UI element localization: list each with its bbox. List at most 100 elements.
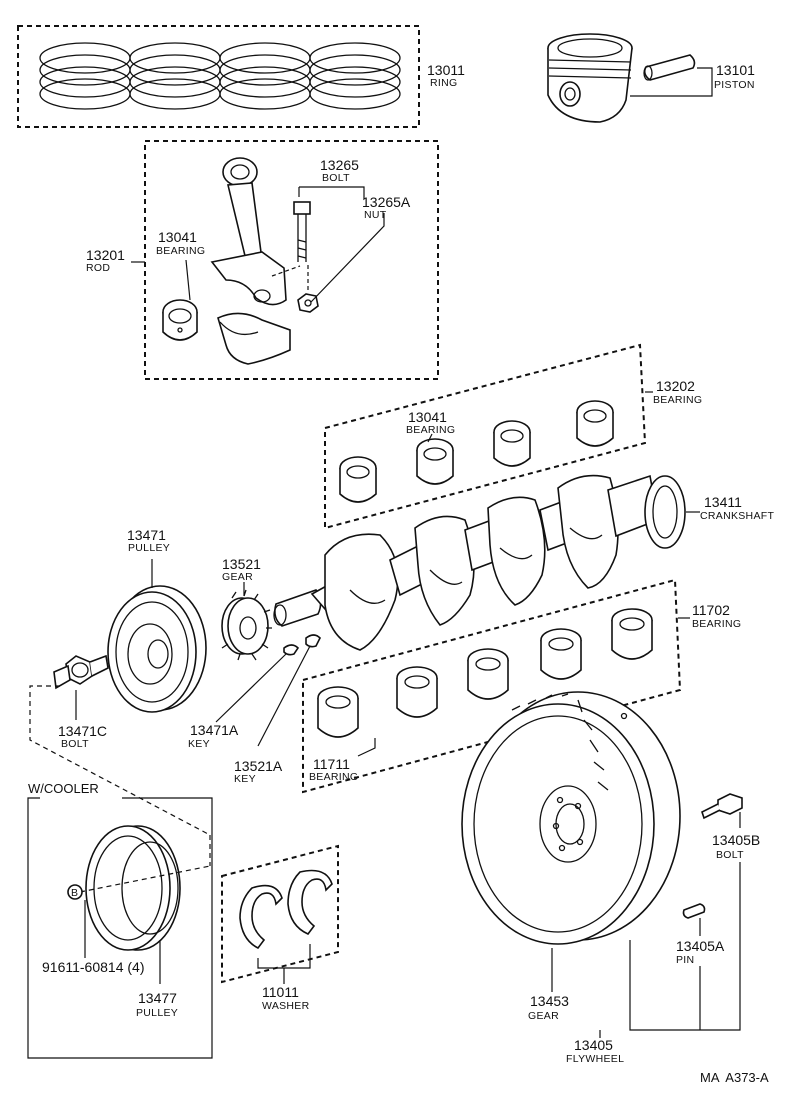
cooler-pulley-drawing bbox=[85, 825, 181, 951]
main-bearing-half-4 bbox=[540, 628, 582, 680]
crank-bearing-number: 13041 bbox=[408, 409, 447, 425]
cooler-pulley-number: 13477 bbox=[138, 990, 177, 1006]
ring-stack-4 bbox=[309, 42, 401, 110]
rod-bearing-half-3 bbox=[493, 420, 531, 467]
ring-group-box bbox=[17, 25, 420, 128]
pulley-bolt-drawing bbox=[53, 654, 109, 690]
thrust-bearing-number: 11711 bbox=[313, 756, 350, 772]
flywheel-pin-number: 13405A bbox=[676, 938, 725, 954]
main-bearing-number: 11702 bbox=[692, 602, 730, 618]
connecting-rod-drawing bbox=[210, 157, 291, 365]
bearing-set-number: 13202 bbox=[656, 378, 695, 394]
gear-key-number: 13521A bbox=[234, 758, 283, 774]
rod-bolt-number: 13265 bbox=[320, 157, 359, 173]
gear-number: 13521 bbox=[222, 556, 261, 572]
pulley-key-name: KEY bbox=[188, 738, 210, 750]
keys-drawing bbox=[283, 634, 321, 656]
rod-bearing-drawing bbox=[162, 299, 198, 341]
main-bearing-half-1 bbox=[317, 686, 359, 738]
ring-number: 13011 bbox=[427, 62, 465, 78]
washer-box bbox=[221, 844, 339, 984]
pulley-key-leader bbox=[215, 653, 287, 723]
ring-gear-name: GEAR bbox=[528, 1010, 559, 1022]
ring-gear-number: 13453 bbox=[530, 993, 569, 1009]
rod-bearing-number: 13041 bbox=[158, 229, 197, 245]
bolt-path-line bbox=[271, 265, 301, 277]
pulley-bolt-dashed-path bbox=[29, 685, 211, 836]
pulley-name: PULLEY bbox=[128, 542, 170, 554]
piston-drawing bbox=[547, 33, 696, 123]
pulley-key-number: 13471A bbox=[190, 722, 239, 738]
flywheel-bolt-number: 13405B bbox=[712, 832, 760, 848]
figure-id: MA A373-A bbox=[700, 1070, 769, 1085]
ring-name: RING bbox=[430, 77, 457, 89]
crankshaft-drawing bbox=[273, 474, 686, 651]
flywheel-number: 13405 bbox=[574, 1037, 613, 1053]
rod-bolt-drawing bbox=[293, 201, 311, 262]
flywheel-bolt-drawing bbox=[701, 793, 743, 820]
pulley-bolt-number: 13471C bbox=[58, 723, 107, 739]
bearing-set-name: BEARING bbox=[653, 394, 702, 406]
rod-nut-name: NUT bbox=[364, 209, 387, 221]
piston-name: PISTON bbox=[714, 79, 755, 91]
thrust-bearing-leader bbox=[357, 738, 376, 757]
rod-bearing-halves bbox=[339, 400, 614, 503]
rod-bolt-name: BOLT bbox=[322, 172, 350, 184]
washer-leader bbox=[257, 944, 311, 969]
flywheel-name: FLYWHEEL bbox=[566, 1053, 624, 1065]
cooler-section-label: W/COOLER bbox=[28, 781, 99, 796]
rod-nut-number: 13265A bbox=[362, 194, 411, 210]
gear-name: GEAR bbox=[222, 571, 253, 583]
gear-key-name: KEY bbox=[234, 773, 256, 785]
crankshaft-name: CRANKSHAFT bbox=[700, 510, 774, 522]
gear-key-leader bbox=[257, 645, 311, 747]
ring-stack-2 bbox=[129, 42, 221, 110]
rod-bearing-half-4 bbox=[576, 400, 614, 447]
cooler-bolt-number: 91611-60814 (4) bbox=[42, 959, 144, 975]
cooler-box bbox=[27, 797, 213, 1059]
main-bearing-half-3 bbox=[467, 648, 509, 700]
rod-bearing-leader bbox=[185, 259, 191, 301]
main-bearing-halves bbox=[317, 608, 653, 738]
main-bearing-half-5 bbox=[611, 608, 653, 660]
rod-name: ROD bbox=[86, 262, 110, 274]
washer-name: WASHER bbox=[262, 1000, 310, 1012]
main-bearing-half-2 bbox=[396, 666, 438, 718]
pulley-number: 13471 bbox=[127, 527, 166, 543]
flywheel-leader-right bbox=[629, 862, 741, 1031]
flywheel-bolt-name: BOLT bbox=[716, 849, 744, 861]
flywheel-drawing bbox=[461, 691, 681, 945]
cooler-pulley-name: PULLEY bbox=[136, 1007, 178, 1019]
flywheel-pin-name: PIN bbox=[676, 954, 694, 966]
rod-bearing-half-1 bbox=[339, 456, 377, 503]
piston-leader bbox=[630, 67, 713, 97]
nut-leader bbox=[310, 213, 385, 303]
ring-stack-3 bbox=[219, 42, 311, 110]
main-bearing-set-box bbox=[302, 578, 682, 794]
rod-bearing-half-2 bbox=[416, 438, 454, 485]
cooler-dashed-path bbox=[79, 865, 211, 893]
rod-bearing-set-box bbox=[324, 343, 647, 530]
crank-bearing-name: BEARING bbox=[406, 424, 455, 436]
flywheel-pin-drawing bbox=[682, 903, 706, 919]
crankshaft-number: 13411 bbox=[704, 494, 742, 510]
piston-ring-set bbox=[17, 25, 420, 128]
rod-bearing-name: BEARING bbox=[156, 245, 205, 257]
rod-nut-drawing bbox=[297, 293, 319, 313]
crank-bearing-leader bbox=[427, 433, 433, 443]
cooler-marker: B bbox=[71, 887, 78, 899]
washer-drawing bbox=[239, 869, 333, 950]
thrust-bearing-name: BEARING bbox=[309, 771, 358, 783]
pulley-bolt-name: BOLT bbox=[61, 738, 89, 750]
washer-number: 11011 bbox=[262, 984, 299, 1000]
crank-pulley-drawing bbox=[107, 585, 207, 713]
rod-number: 13201 bbox=[86, 247, 125, 263]
bolt-leader-bar bbox=[299, 186, 365, 199]
piston-number: 13101 bbox=[716, 62, 755, 78]
rod-group-box bbox=[144, 140, 439, 380]
ring-stack-1 bbox=[39, 42, 131, 110]
main-bearing-name: BEARING bbox=[692, 618, 741, 630]
timing-gear-drawing bbox=[221, 589, 272, 661]
